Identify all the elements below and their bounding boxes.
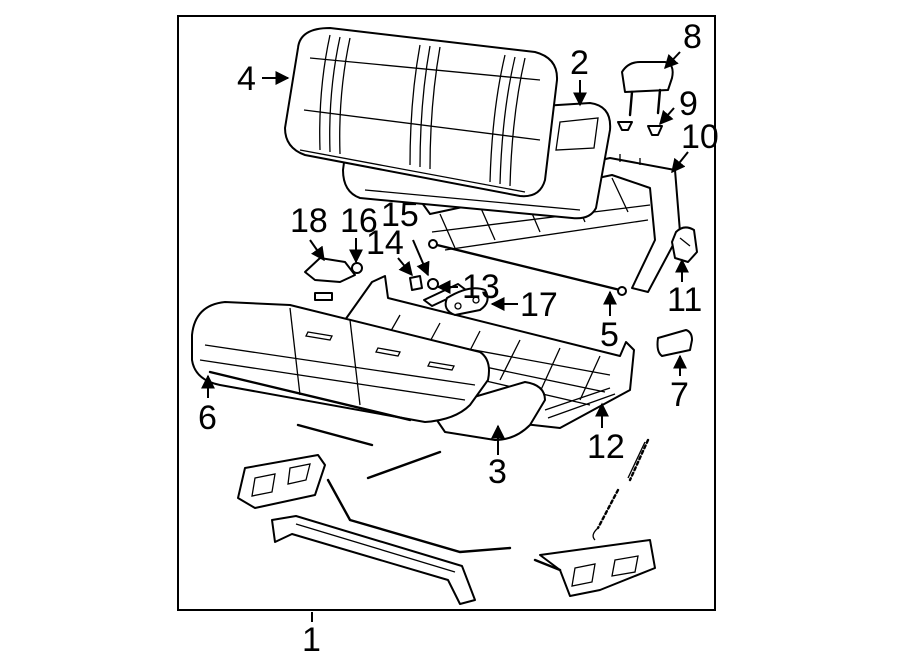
callout-8: 8	[683, 18, 702, 56]
cap-7	[656, 329, 693, 357]
bushing-16	[351, 262, 363, 274]
left-hinge-bracket	[237, 454, 326, 509]
callout-16: 16	[340, 202, 378, 240]
callout-10: 10	[681, 118, 719, 156]
callout-3: 3	[488, 453, 507, 491]
cross-bar	[271, 515, 476, 605]
callout-17: 17	[520, 286, 558, 324]
seat-back-cushion	[284, 27, 559, 198]
callout-13: 13	[462, 268, 500, 306]
callout-6: 6	[198, 399, 217, 437]
callout-4: 4	[237, 60, 256, 98]
recliner-cover	[671, 226, 698, 263]
right-hinge-bracket	[533, 539, 656, 597]
bushing-15	[427, 278, 439, 290]
callout-5: 5	[600, 316, 619, 354]
headrest-guides	[617, 121, 663, 136]
callout-2: 2	[570, 44, 589, 82]
callout-18: 18	[290, 202, 328, 240]
leader-lines	[201, 51, 689, 622]
callout-15: 15	[381, 196, 419, 234]
latch-bracket-18	[304, 257, 356, 301]
seat-rods	[296, 423, 512, 554]
plate-17	[444, 287, 489, 316]
back-rod	[428, 239, 627, 296]
callout-7: 7	[670, 376, 689, 414]
headrest	[621, 61, 674, 117]
bushing-14	[409, 275, 423, 291]
diagram-frame	[177, 15, 716, 611]
callout-9: 9	[679, 85, 698, 123]
callout-1: 1	[302, 621, 321, 659]
callout-12: 12	[587, 428, 625, 466]
springs	[592, 438, 650, 541]
seat-cushion-pad	[429, 381, 546, 441]
callout-11: 11	[667, 281, 702, 319]
callout-14: 14	[366, 224, 404, 262]
